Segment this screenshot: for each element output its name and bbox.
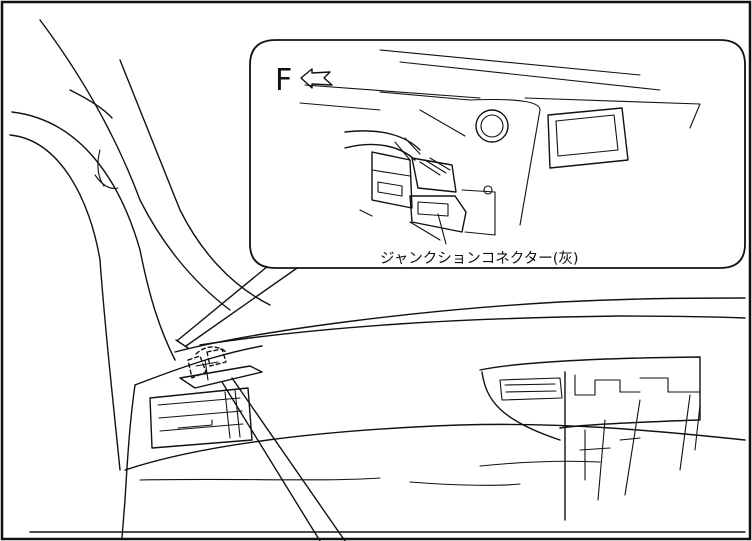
dashboard-illustration: [9, 19, 746, 541]
arrow-left-icon: [300, 68, 333, 89]
front-direction-label: F: [275, 63, 292, 98]
inset-detail: F ジャンクションコネクター(灰): [249, 39, 746, 269]
junction-connector-label: ジャンクションコネクター(灰): [380, 250, 579, 267]
callout-leader: [175, 265, 301, 349]
